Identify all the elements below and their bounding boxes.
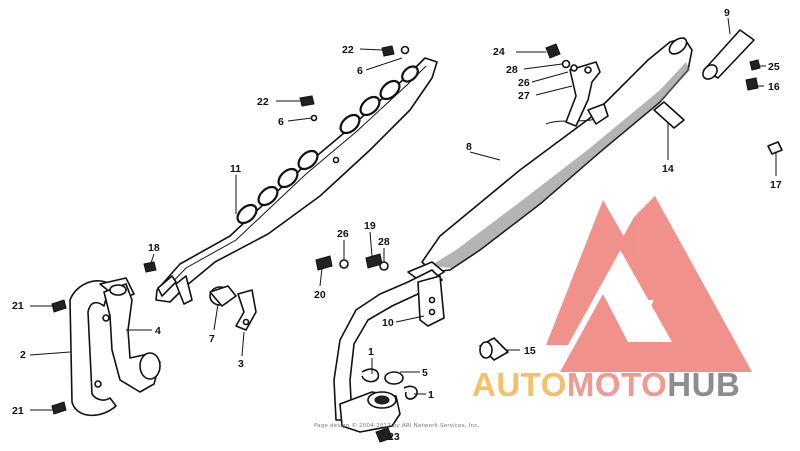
collar-part <box>209 285 237 307</box>
callout-23: 23 <box>388 431 400 443</box>
callout-28: 28 <box>378 236 390 248</box>
callout-21: 21 <box>12 405 24 417</box>
callout-1: 1 <box>428 389 434 401</box>
callout-24: 24 <box>493 46 505 58</box>
callout-18: 18 <box>148 242 160 254</box>
callout-19: 19 <box>364 220 376 232</box>
watermark-word-hub: HUB <box>667 366 741 403</box>
watermark-word-moto: MOTO <box>566 366 668 403</box>
callout-8: 8 <box>466 141 472 153</box>
watermark-wordmark: AUTOMOTOHUB <box>472 368 740 401</box>
callout-4: 4 <box>155 325 161 337</box>
clamp-part <box>235 289 257 331</box>
copyright-notice: Page design © 2004-2017 by ARI Network S… <box>314 423 480 429</box>
callout-2: 2 <box>20 349 26 361</box>
callout-25: 25 <box>768 61 780 73</box>
callout-1: 1 <box>368 346 374 358</box>
callout-11: 11 <box>230 163 241 175</box>
bolt-icon <box>51 43 783 415</box>
callout-7: 7 <box>209 333 215 345</box>
callout-26: 26 <box>337 228 349 240</box>
rubber-bushing-part <box>653 101 685 129</box>
leader-lines <box>29 17 777 436</box>
muffler-part <box>407 37 693 285</box>
watermark-word-auto: AUTO <box>472 366 567 403</box>
callout-26: 26 <box>518 77 530 89</box>
left-exhaust-pipe-part <box>94 283 161 393</box>
shield-holes <box>236 65 419 225</box>
callout-15: 15 <box>524 345 536 357</box>
callout-22: 22 <box>342 44 354 56</box>
bushing-15-part <box>479 337 509 361</box>
callout-3: 3 <box>238 358 244 370</box>
callout-10: 10 <box>382 317 394 329</box>
callout-14: 14 <box>662 163 674 175</box>
callout-16: 16 <box>768 81 780 93</box>
callout-20: 20 <box>314 289 326 301</box>
callout-6: 6 <box>357 65 363 77</box>
heat-shield-part <box>155 57 438 305</box>
exhaust-pipe-part <box>333 269 445 421</box>
callout-5: 5 <box>422 367 428 379</box>
callout-6: 6 <box>278 116 284 128</box>
callout-17: 17 <box>770 179 782 191</box>
callout-labels: 22 6 22 6 11 18 21 2 4 7 3 21 8 10 24 28… <box>12 7 782 443</box>
callout-9: 9 <box>724 7 730 19</box>
tail-pipe-part <box>702 29 755 80</box>
exhaust-joint-part <box>339 368 418 443</box>
callout-22: 22 <box>257 96 269 108</box>
callout-27: 27 <box>518 90 530 102</box>
callout-21: 21 <box>12 300 24 312</box>
callout-28: 28 <box>506 64 518 76</box>
watermark-logo-icon <box>546 196 752 372</box>
